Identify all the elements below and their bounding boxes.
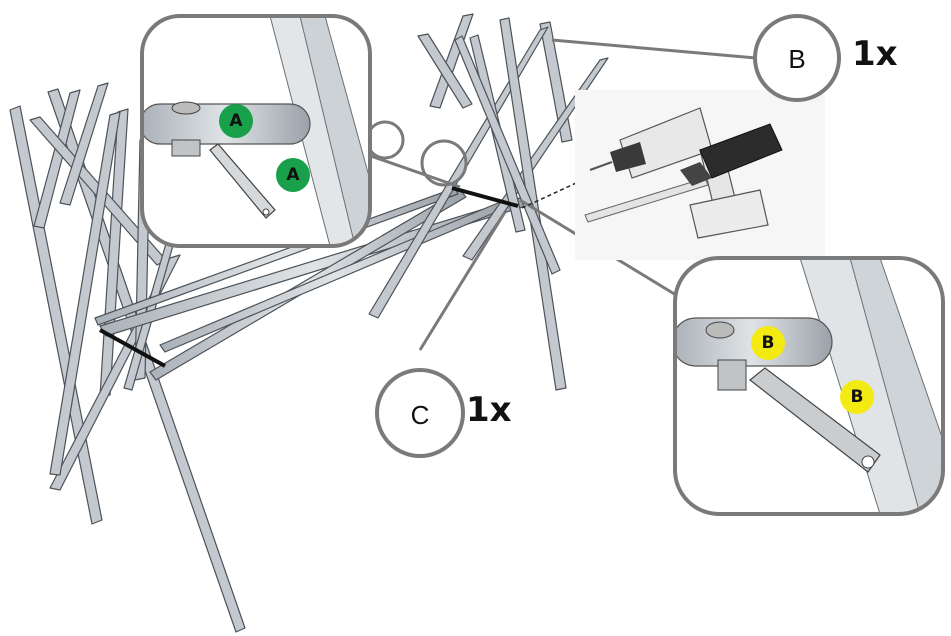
part-b-letter: B — [788, 44, 806, 74]
drill-icon — [575, 90, 825, 260]
marker-b-leg: B — [840, 380, 874, 414]
sawhorse-frame — [9, 13, 609, 633]
cross-straps — [99, 186, 519, 368]
marker-b-tube: B — [751, 326, 785, 360]
part-b-circle — [753, 14, 841, 102]
marker-a-tube: A — [219, 104, 253, 138]
detail-callout-a — [140, 14, 372, 248]
part-c-quantity: 1x — [466, 390, 512, 430]
highlight-ring-a-edge — [365, 120, 405, 160]
detail-callout-b — [673, 256, 945, 516]
screwdriver-icon — [680, 123, 783, 186]
part-c-letter: C — [410, 400, 430, 430]
highlight-ring-a — [420, 139, 468, 187]
part-b-quantity: 1x — [852, 34, 898, 74]
part-c-circle — [375, 368, 465, 458]
right-leg-assembly — [368, 13, 609, 391]
marker-a-bracket: A — [276, 158, 310, 192]
